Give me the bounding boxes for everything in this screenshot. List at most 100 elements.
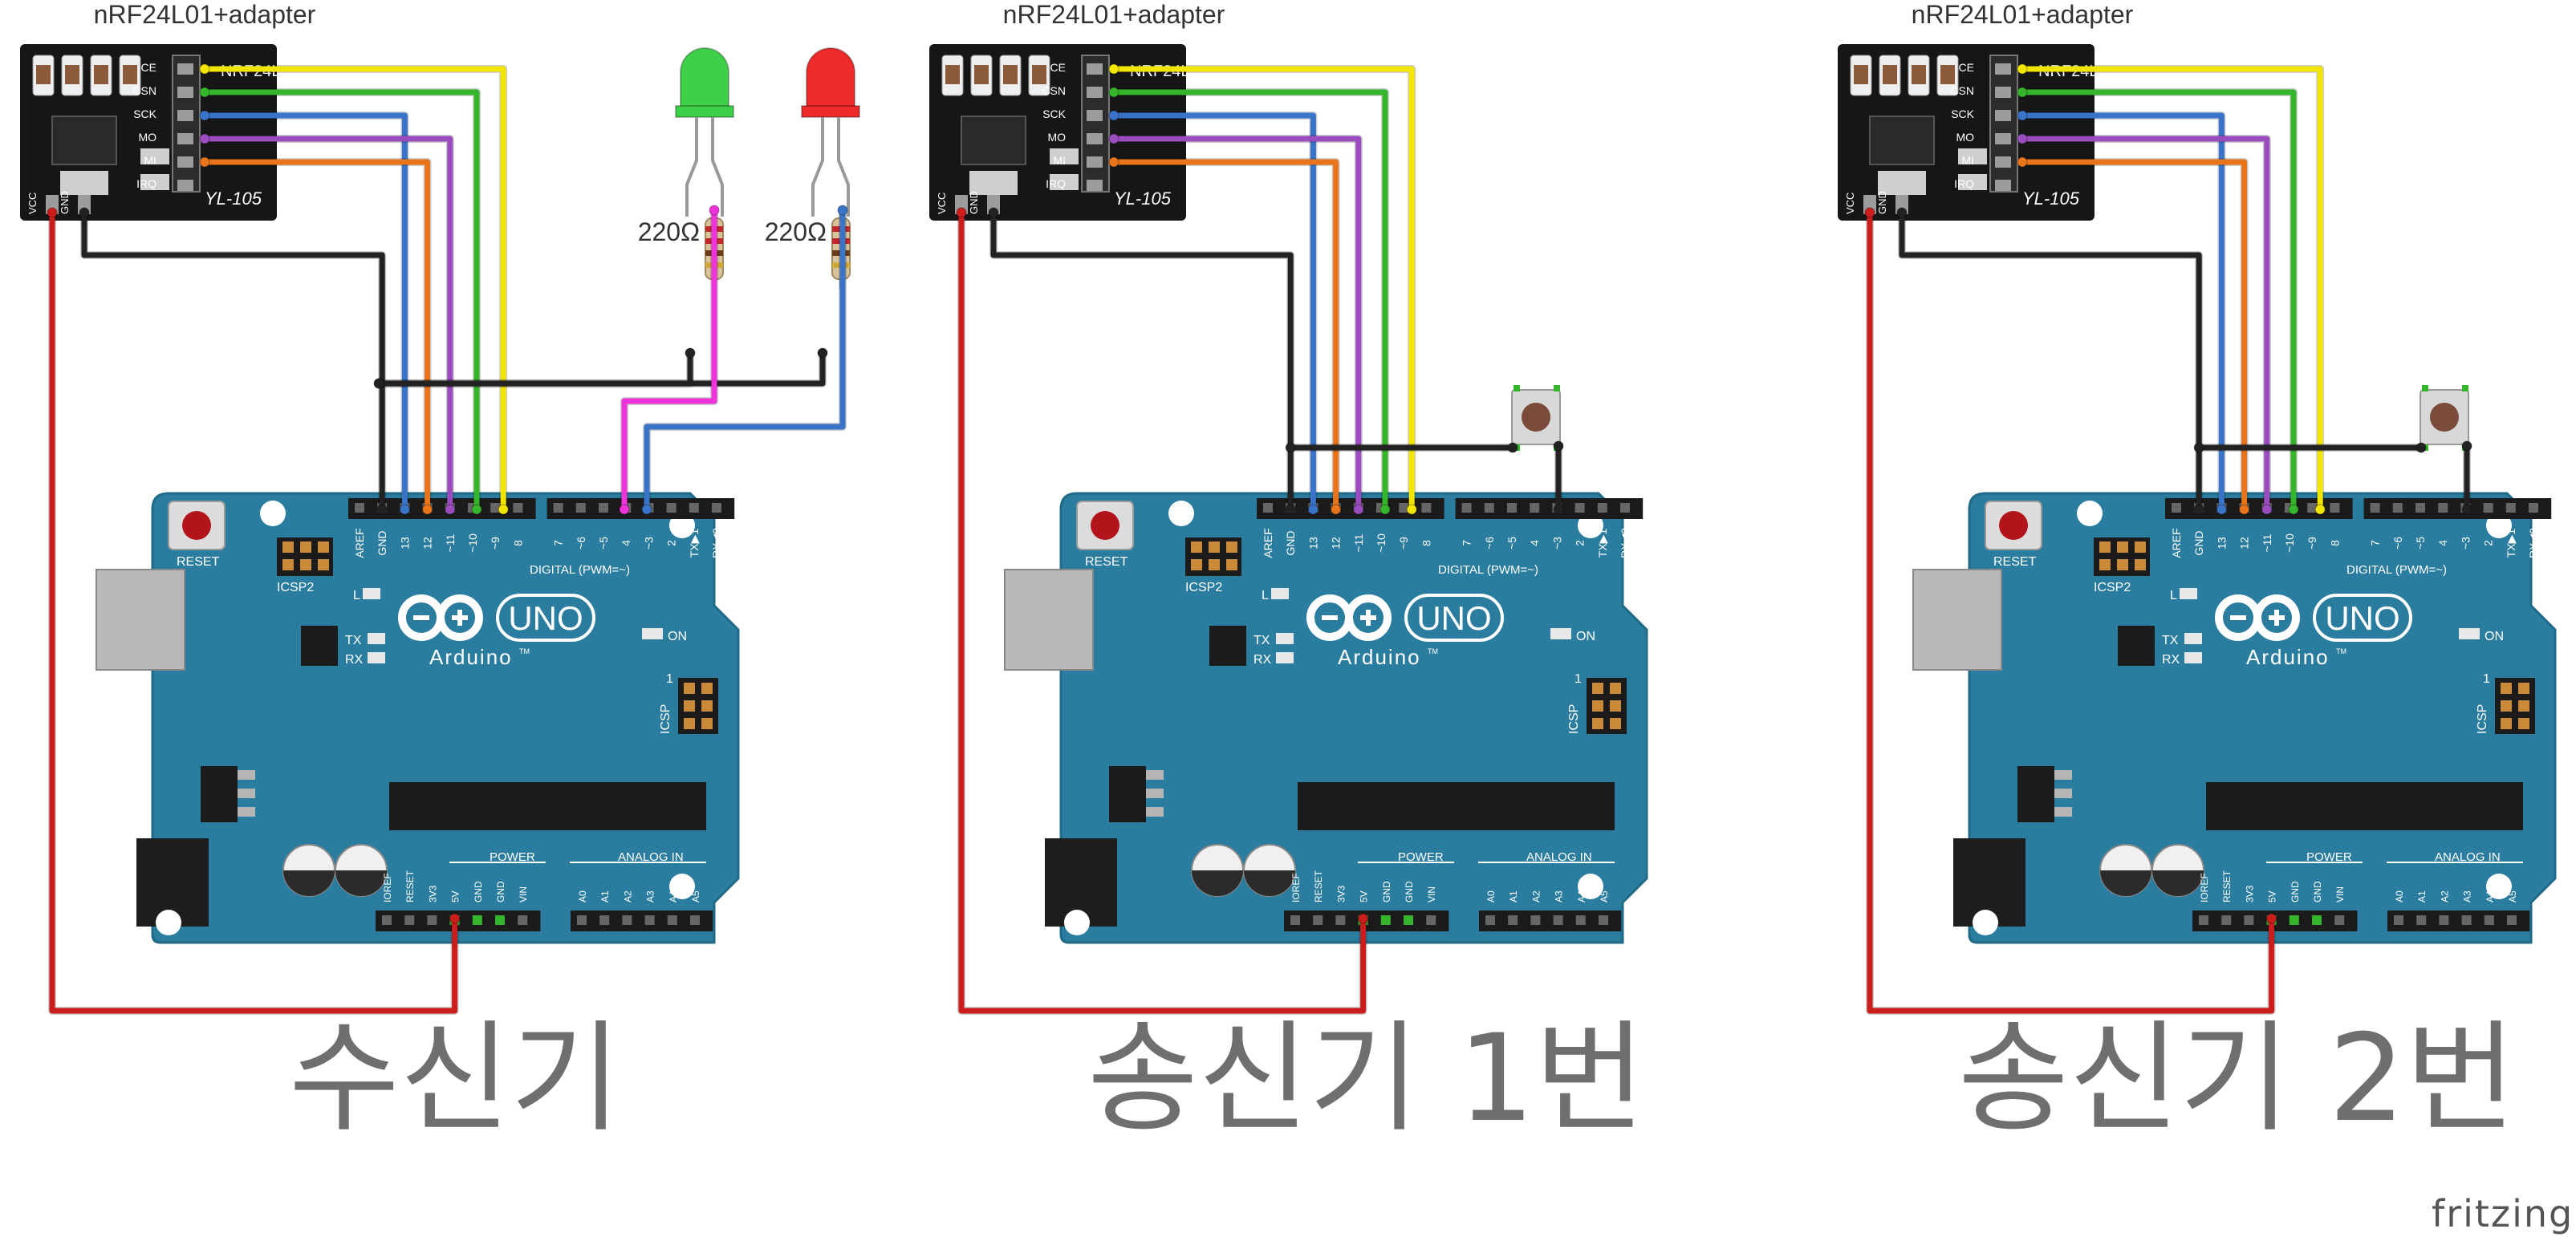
regulator	[2017, 766, 2054, 822]
analog-pin-label: A1	[2416, 890, 2428, 902]
wire-mosi-purple-1-end-b	[1353, 504, 1364, 515]
power-label: POWER	[1398, 850, 1444, 864]
digital-pin	[2438, 503, 2448, 513]
wire-mosi-purple-2	[2019, 136, 2270, 513]
digital-pin	[712, 503, 721, 513]
logo-trademark: TM	[2336, 647, 2346, 655]
regulator-lead	[238, 789, 255, 798]
analog-pin-label: A3	[645, 890, 656, 902]
icsp-label: ICSP	[1567, 704, 1581, 734]
reset-label: RESET	[177, 555, 220, 569]
digital-pin-label: ~9	[489, 537, 502, 550]
power-pin	[382, 915, 392, 925]
module-pin-label: MO	[1047, 131, 1066, 144]
wire-miso-orange-1	[1111, 159, 1339, 513]
wire-led-red-blue	[644, 207, 846, 513]
resistor-label: 220Ω	[638, 217, 700, 246]
l-led	[363, 588, 380, 599]
wire-ce-yellow-1	[1111, 66, 1415, 513]
on-led	[642, 628, 663, 639]
wire-sck-blue-2-end-a	[2017, 110, 2028, 121]
wire-ce-yellow-0-end-b	[498, 504, 509, 515]
power-pin	[2199, 915, 2208, 925]
power-pin-label: IOREF	[1290, 873, 1302, 902]
icsp2-pin	[318, 559, 329, 570]
digital-pin	[575, 503, 586, 513]
tx-led-label: TX	[2162, 634, 2179, 647]
module-power-label: GND	[59, 191, 71, 214]
wire-button-pin-1-end-a	[1553, 440, 1564, 452]
wire-mosi-purple-2-end-a	[2017, 133, 2028, 144]
digital-pin	[666, 503, 677, 513]
wire-ce-yellow-2-end-a	[2017, 63, 2028, 75]
analog-pin	[690, 915, 700, 925]
digital-pin	[1597, 503, 1607, 513]
logo-right-ring	[2253, 594, 2300, 641]
module-power-label: VCC	[26, 193, 39, 214]
mounting-hole	[2486, 874, 2512, 899]
digital-pin-label: 4	[620, 540, 632, 546]
regulator-lead	[1146, 807, 1164, 817]
icsp-label: ICSP	[2476, 704, 2489, 734]
analog-pin	[2461, 915, 2472, 925]
power-pin-label: VIN	[2334, 886, 2346, 902]
digital-pin-label: ~5	[2414, 537, 2427, 550]
icsp2-pin	[1191, 541, 1202, 553]
module-regulator	[961, 116, 1026, 165]
power-pin-label: 3V3	[2244, 885, 2255, 902]
analog-pin	[2416, 915, 2427, 925]
reset-button-cap	[1091, 511, 1119, 540]
arduino-pcb	[1968, 492, 2557, 944]
wire-sck-blue-1-end-a	[1108, 110, 1119, 121]
analog-pin-label: A5	[690, 890, 701, 902]
analog-pin-label: A4	[1576, 890, 1587, 902]
regulator-lead	[2054, 789, 2072, 798]
power-pin-label: 3V3	[427, 885, 438, 902]
analog-pin	[2507, 915, 2517, 925]
analog-label: ANALOG IN	[1526, 850, 1592, 864]
tx-led	[2184, 633, 2202, 644]
logo-model: UNO	[2325, 599, 2399, 637]
power-pin	[427, 915, 437, 925]
module-pin-label: CSN	[132, 84, 156, 97]
power-pin	[2289, 915, 2299, 925]
led-leg-anode	[811, 117, 824, 217]
icsp2-pin	[2117, 541, 2128, 553]
digital-pin	[355, 503, 364, 513]
module-pin	[1995, 87, 2011, 98]
wire-ce-yellow-1-end-b	[1406, 504, 1417, 515]
wire-csn-green-1	[1111, 89, 1388, 513]
module-pin	[1087, 87, 1103, 98]
wire-miso-orange-0-end-b	[422, 504, 433, 515]
wire-ce-yellow-1-end-a	[1108, 63, 1119, 75]
icsp-pin	[2518, 718, 2529, 729]
led-rim	[675, 105, 734, 118]
module-pin	[1995, 110, 2011, 121]
digital-pin-label: 13	[2215, 537, 2228, 550]
regulator-lead	[1146, 789, 1164, 798]
module-board-label: YL-105	[1114, 189, 1172, 209]
logo-arduino-text: Arduino	[1338, 645, 1421, 669]
digital-pin-label: 12	[2238, 537, 2251, 550]
digital-pin	[1574, 503, 1585, 513]
tx-led	[368, 633, 385, 644]
digital-label: DIGITAL (PWM=~)	[2346, 563, 2447, 577]
icsp2-pin	[2099, 541, 2111, 553]
on-label: ON	[2485, 630, 2504, 643]
digital-pin	[2505, 503, 2516, 513]
rx-led	[1276, 652, 1294, 663]
usb-chip	[1209, 626, 1246, 666]
analog-pin-label: A2	[2439, 890, 2450, 902]
analog-pin	[622, 915, 632, 925]
wire-mosi-purple-0-end-a	[199, 133, 210, 144]
wire-miso-orange-1-end-b	[1331, 504, 1342, 515]
wire-csn-green-0	[201, 89, 480, 513]
digital-pin	[1620, 503, 1630, 513]
button-cap	[1522, 403, 1550, 432]
module-pin-label: IRQ	[1046, 177, 1066, 190]
module-pin	[1087, 156, 1103, 168]
power-pin-label: IOREF	[2199, 873, 2210, 902]
wire-csn-green-1-end-a	[1108, 87, 1119, 98]
capacitor-band	[335, 870, 387, 896]
module-capacitor-band	[123, 65, 137, 84]
